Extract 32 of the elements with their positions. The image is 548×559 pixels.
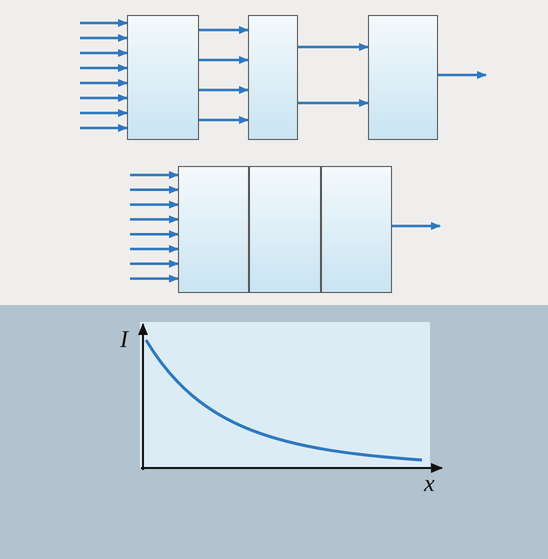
arrow	[392, 222, 441, 230]
arrow	[80, 109, 128, 117]
block-box	[321, 166, 392, 293]
arrow	[130, 200, 179, 209]
arrow	[80, 79, 128, 87]
block-box	[249, 166, 321, 293]
arrow	[130, 260, 179, 268]
arrow	[130, 245, 179, 253]
arrow	[130, 274, 179, 283]
arrow	[80, 49, 128, 57]
block-box	[127, 15, 199, 140]
axis-label: I	[120, 328, 128, 352]
arrow	[199, 116, 249, 124]
arrow	[199, 26, 249, 34]
arrow	[80, 94, 128, 102]
arrow	[130, 230, 179, 238]
block-box	[248, 15, 298, 140]
arrow	[298, 43, 369, 51]
arrow	[130, 171, 179, 179]
arrow	[298, 99, 369, 107]
arrow	[199, 56, 249, 64]
arrow	[199, 86, 249, 94]
arrow	[130, 215, 179, 224]
axis-label: x	[424, 472, 435, 496]
arrow	[80, 34, 128, 42]
arrow	[80, 19, 128, 27]
arrow	[80, 124, 128, 132]
arrow	[438, 71, 487, 79]
arrow	[130, 186, 179, 194]
block-box	[368, 15, 438, 140]
arrow	[80, 64, 128, 72]
block-box	[178, 166, 249, 293]
